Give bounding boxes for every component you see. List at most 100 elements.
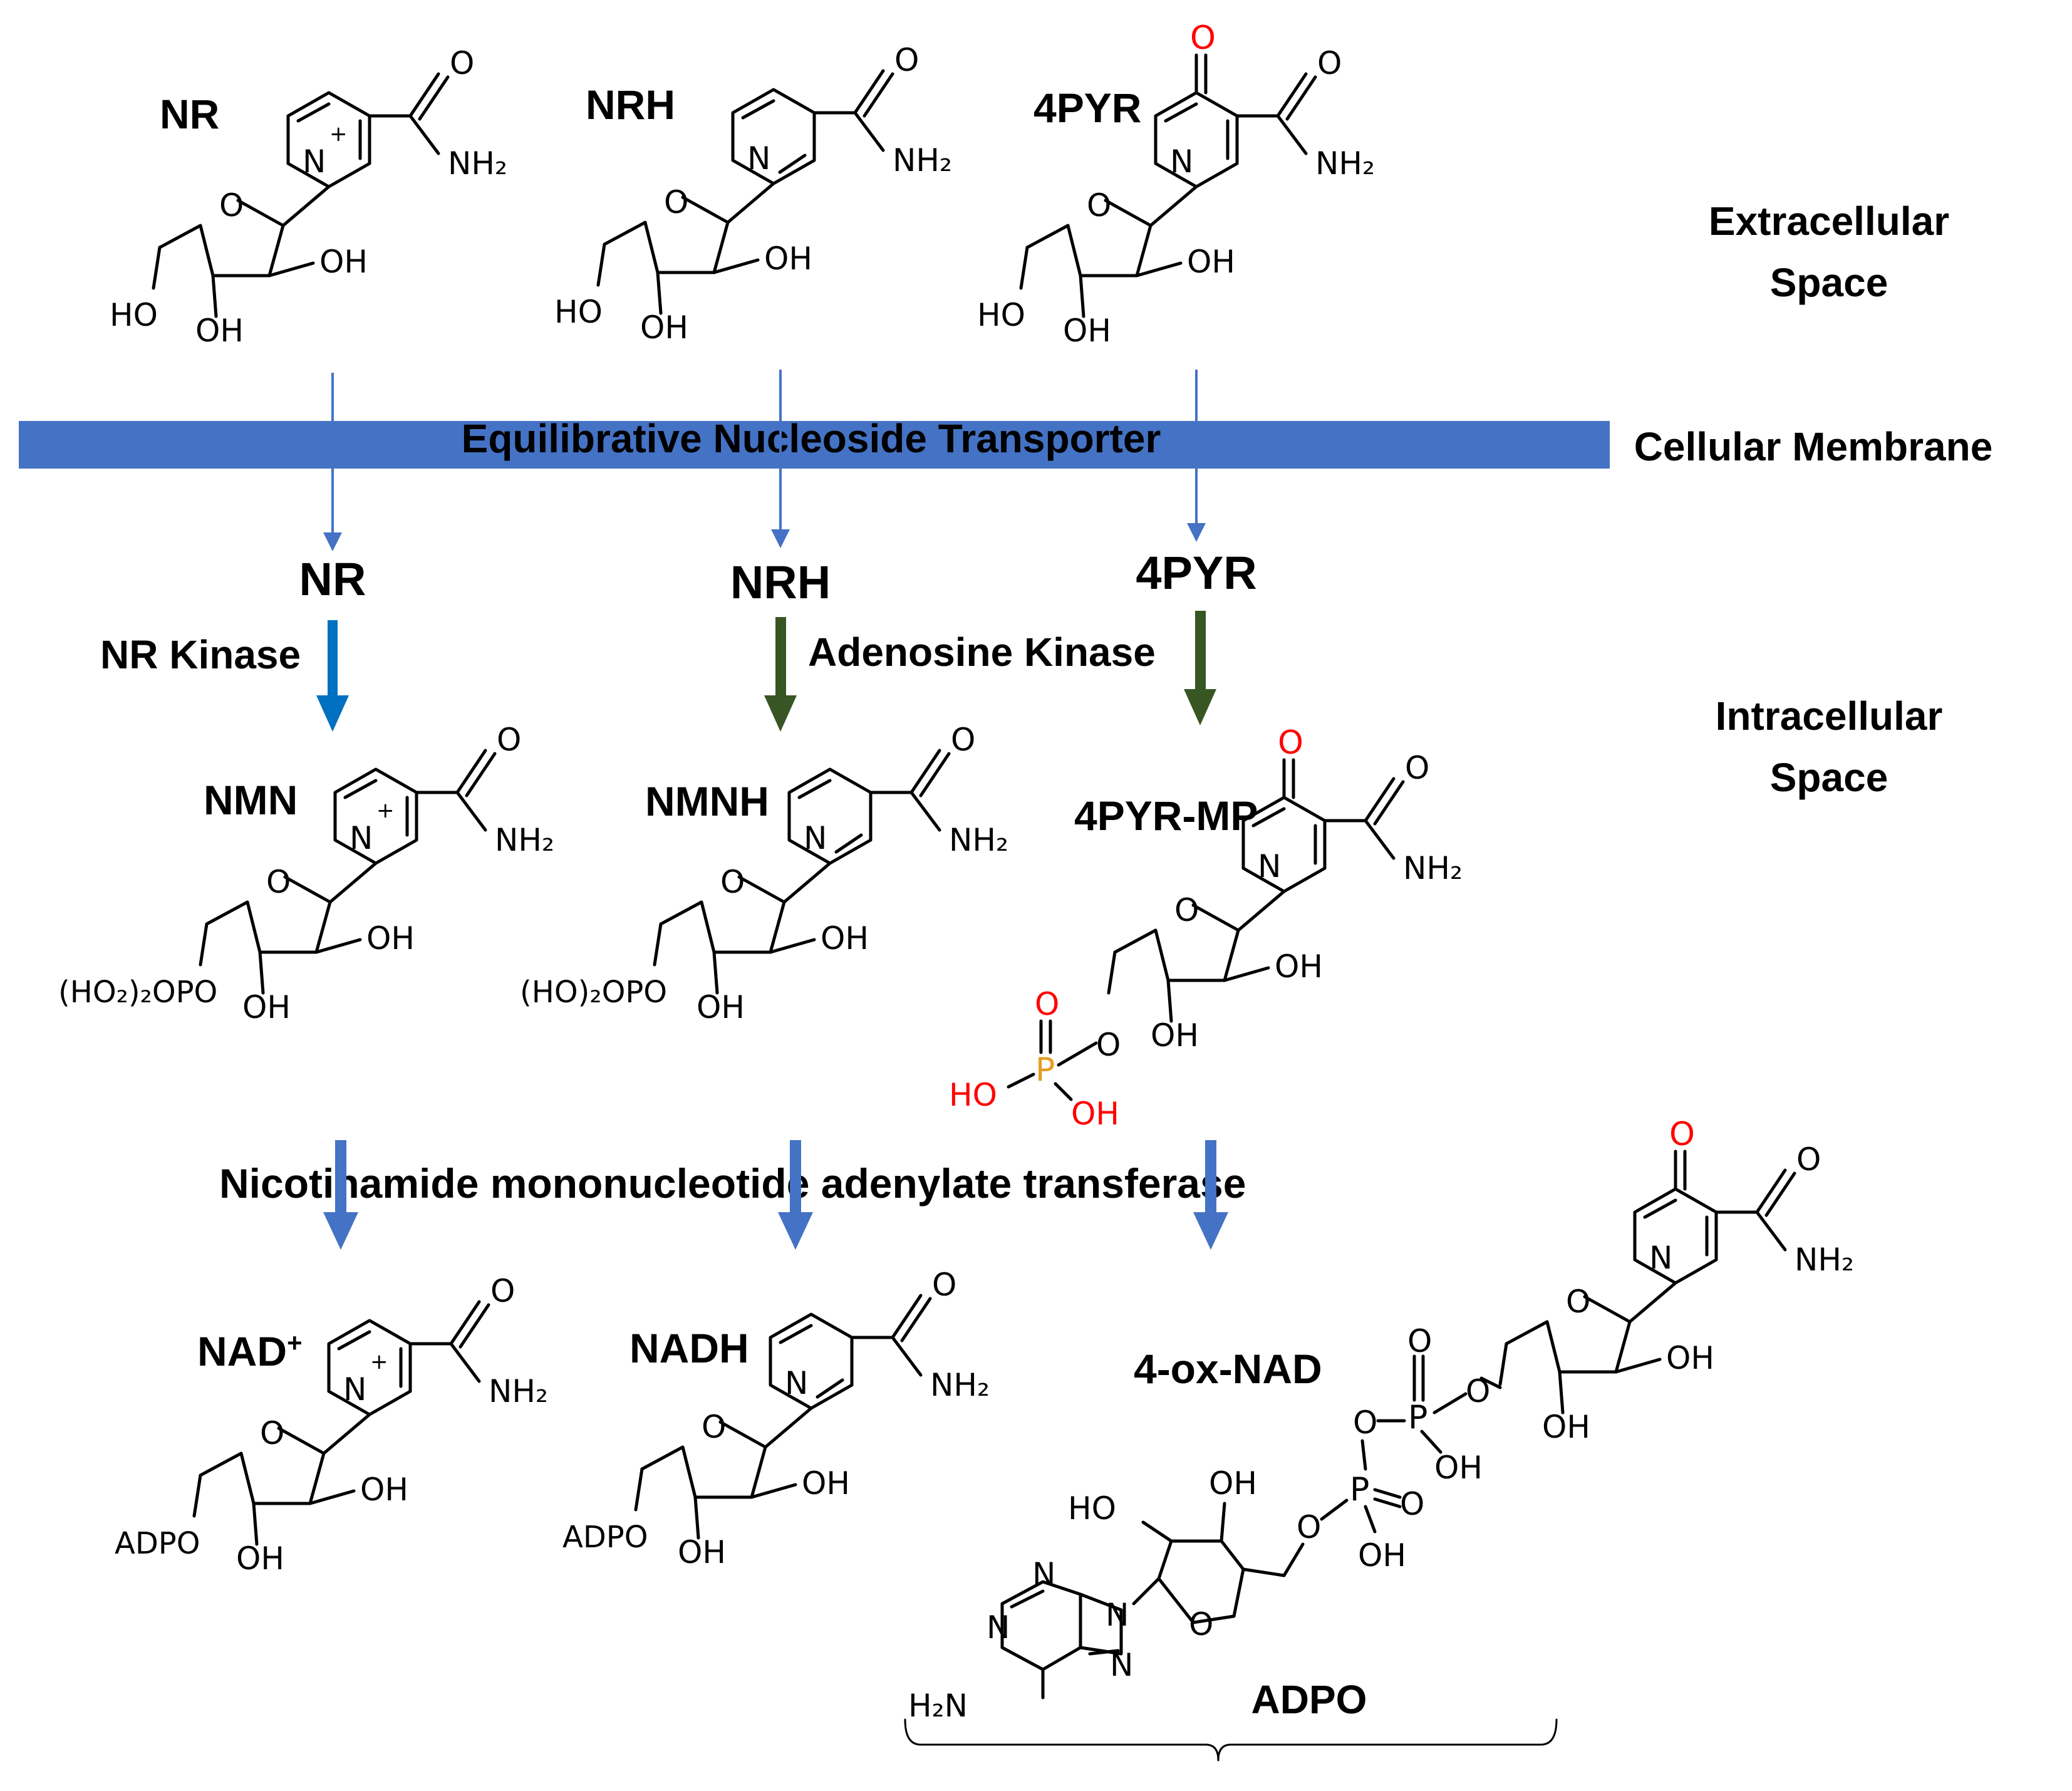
nr-5-ho: HO (110, 297, 158, 333)
nmnh-ring-n: N (804, 820, 827, 856)
nmn-label: NMN (204, 777, 298, 823)
4pyr-inside-label: 4PYR (1136, 547, 1256, 599)
4-ox-nad-adenine-nh2: H₂N (908, 1688, 968, 1724)
4pyr-mp-p-o: O (1035, 986, 1059, 1022)
nad-ring-o: O (260, 1415, 284, 1451)
nadh-adpo: ADPO (562, 1520, 648, 1555)
nr-transport-arrowhead (323, 532, 342, 551)
4pyr-mp-phosphorus: P (1035, 1051, 1055, 1089)
nr-kinase-arrow (328, 620, 338, 695)
4pyr-amide-o: O (1317, 45, 1342, 81)
transferase-arrows (323, 1140, 1228, 1250)
nr-3-oh: OH (195, 313, 244, 349)
4-ox-nad-amide-o: O (1796, 1141, 1821, 1178)
adpo-brace (904, 1718, 1558, 1762)
4pyrmp-transferase-arrow (1205, 1140, 1216, 1215)
nadh-label: NADH (629, 1325, 749, 1371)
nad-ring-n: N (343, 1371, 366, 1408)
4pyr-mp-amide-o: O (1405, 750, 1429, 786)
nr-amide-o: O (450, 45, 474, 81)
nrh-ring-n: N (747, 140, 770, 177)
nrh-amide-nh2: NH₂ (893, 142, 952, 179)
4pyr-mp-ring-o: O (1174, 892, 1199, 928)
4pyr-extracellular-structure: 4PYR O N O NH₂ O OH OH HO (977, 19, 1375, 349)
nad-structure: NAD+ N + O NH₂ O OH OH ADPO (115, 1273, 548, 1577)
nmnh-amide-nh2: NH₂ (949, 822, 1008, 858)
nr-charge: + (329, 122, 348, 147)
nadh-amide-o: O (932, 1267, 956, 1303)
4-ox-nad-adenosine-half: O OH HO N N N N H₂N (908, 1465, 1286, 1724)
4-ox-nad-p1-o: O (1407, 1323, 1432, 1359)
4pyr-mp-p-oh: OH (1071, 1096, 1119, 1132)
nr-inside-label: NR (299, 553, 366, 605)
adenosine-kinase-label: Adenosine Kinase (808, 630, 1156, 675)
4pyr-ring-o: O (1087, 187, 1111, 224)
4pyr-mp-3-oh: OH (1151, 1017, 1199, 1054)
nmnh-structure: NMNH N O NH₂ O OH OH (HO)₂OPO (520, 722, 1008, 1025)
nrh-kinase-arrowhead (764, 695, 797, 732)
4pyr-mp-amide-nh2: NH₂ (1403, 850, 1463, 886)
4-ox-nad-bridge-o1: O (1466, 1373, 1490, 1409)
nrh-kinase-arrow (775, 617, 786, 695)
4pyr-5-ho: HO (977, 297, 1025, 333)
kinase-arrows (316, 611, 1216, 732)
nrh-3-oh: OH (640, 309, 688, 346)
nmn-ring-o: O (266, 864, 291, 900)
4-ox-nad-label: 4-ox-NAD (1134, 1346, 1322, 1392)
4-ox-nad-3-oh: OH (1542, 1409, 1590, 1445)
nrh-5-ho: HO (554, 294, 603, 330)
4pyr-mp-label: 4PYR-MP (1074, 792, 1258, 839)
4pyrmp-transferase-arrowhead (1193, 1212, 1228, 1250)
nmn-charge: + (376, 798, 395, 823)
4pyr-mp-2-oh: OH (1275, 948, 1323, 985)
nr-label: NR (160, 91, 219, 137)
nad-label: NAD+ (197, 1328, 303, 1374)
nrh-transport-arrowhead (771, 529, 790, 548)
adpo-label: ADPO (1251, 1677, 1367, 1722)
nadh-amide-nh2: NH₂ (930, 1367, 990, 1403)
4pyr-mp-carbonyl-o: O (1278, 724, 1303, 762)
nadh-2-oh: OH (802, 1465, 850, 1502)
4pyr-mp-structure: 4PYR-MP O N O NH₂ O OH OH O P O HO OH (949, 724, 1463, 1132)
nr-extracellular-structure: NR N + O NH₂ O OH OH HO (110, 45, 507, 349)
nmnh-3-oh: OH (697, 989, 745, 1025)
transport-arrows (323, 370, 1206, 551)
4-ox-nad-p1: P (1408, 1399, 1427, 1436)
nmn-structure: NMN N + O NH₂ O OH OH (HO₂)₂OPO (58, 722, 554, 1025)
4pyr-transport-arrowhead (1187, 523, 1206, 542)
nadh-structure: NADH N O NH₂ O OH OH ADPO (562, 1267, 990, 1570)
4-ox-nad-nicotinamide-half: O N O NH₂ O OH OH (1500, 1116, 1854, 1445)
nrh-inside-label: NRH (730, 556, 831, 608)
nmn-phosphate: (HO₂)₂OPO (58, 975, 217, 1010)
nmnh-transferase-arrow (790, 1140, 801, 1215)
4-ox-nad-bridge-o2: O (1353, 1404, 1377, 1441)
nr-ring-n: N (303, 143, 326, 180)
4-ox-nad-amide-nh2: NH₂ (1795, 1242, 1854, 1278)
4pyr-label: 4PYR (1033, 85, 1141, 131)
4-ox-nad-ribose-ho: HO (1068, 1490, 1116, 1527)
nr-amide-nh2: NH₂ (448, 145, 507, 182)
nmn-amide-nh2: NH₂ (495, 822, 554, 858)
4-ox-nad-p2-oh: OH (1358, 1537, 1406, 1574)
4-ox-nad-structure: 4-ox-NAD O N O NH₂ O OH OH O P O OH O (904, 1116, 1854, 1762)
4pyr-2-oh: OH (1187, 244, 1235, 280)
4-ox-nad-ribose-o: O (1189, 1606, 1213, 1643)
nmnh-label: NMNH (645, 778, 769, 824)
nrh-extracellular-structure: NRH N O NH₂ O OH OH HO (554, 42, 952, 346)
cellular-membrane-label: Cellular Membrane (1634, 424, 1993, 469)
nmn-ring-n: N (350, 820, 373, 856)
4pyr-kinase-arrow (1195, 611, 1206, 689)
nad-amide-nh2: NH₂ (489, 1373, 548, 1409)
4pyr-mp-ester-o: O (1096, 1027, 1121, 1063)
4-ox-nad-ring-n: N (1649, 1240, 1672, 1276)
transporter-label: Equilibrative Nucleoside Transporter (462, 416, 1161, 461)
4-ox-nad-adenine-n7: N (1110, 1647, 1133, 1683)
transferase-label: Nicotinamide mononucleotide adenylate tr… (219, 1160, 1246, 1207)
nmnh-ring-o: O (720, 864, 745, 900)
nmn-2-oh: OH (366, 920, 415, 957)
nmn-transferase-arrowhead (323, 1212, 358, 1250)
nmnh-amide-o: O (951, 722, 975, 758)
